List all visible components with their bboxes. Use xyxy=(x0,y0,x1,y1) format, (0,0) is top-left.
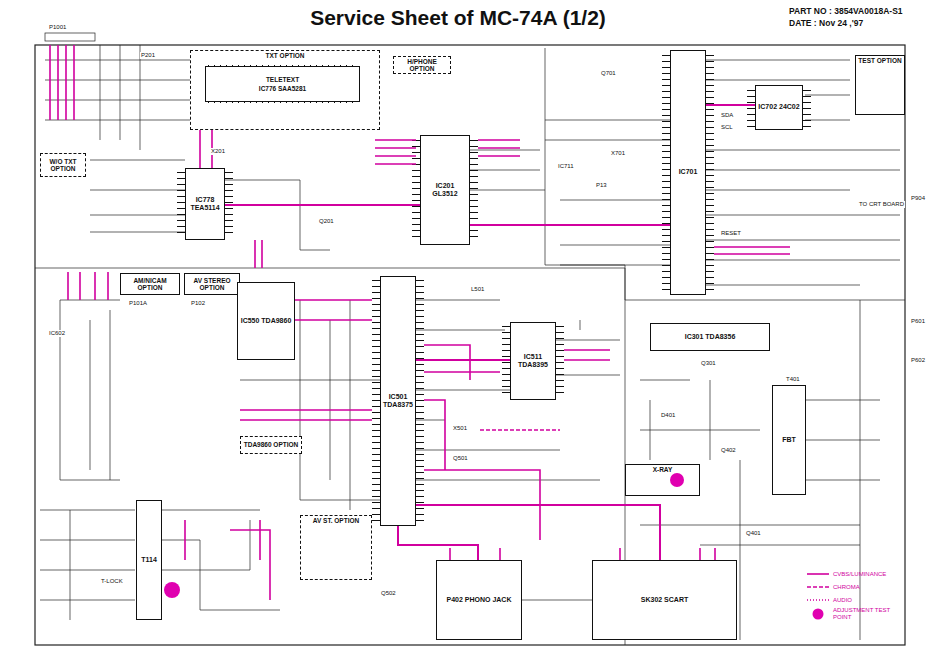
legend-sample xyxy=(806,581,830,593)
part-label: AV ST. OPTION xyxy=(311,516,361,525)
part-label: SK302 SCART xyxy=(639,595,690,605)
component-box: T114 xyxy=(136,500,162,620)
component-box: IC501 TDA8375 xyxy=(380,276,416,526)
component-box: IC550 TDA9860 xyxy=(237,282,295,360)
option-box: H/PHONE OPTION xyxy=(393,56,451,74)
component-box: IC201 GL3512 xyxy=(420,135,470,245)
option-box: W/O TXT OPTION xyxy=(40,153,86,177)
designator-label: P904 xyxy=(910,195,926,202)
part-label: IC301 TDA8356 xyxy=(683,332,738,342)
part-label: TEST OPTION xyxy=(856,56,903,65)
component-box: X-RAY xyxy=(625,464,700,496)
designator-label: P201 xyxy=(140,52,156,59)
designator-label: PART NO : 3854VA0018A-S1 xyxy=(788,7,904,16)
designator-label: D401 xyxy=(660,412,676,419)
signal-connector xyxy=(416,505,660,560)
legend-text: AUDIO xyxy=(833,597,852,604)
designator-label: DATE : Nov 24 ,'97 xyxy=(788,19,864,28)
legend: CVBS/LUMINANCE CHROMA AUDIO ADJUSTMENT TEST… xyxy=(806,568,904,621)
part-label: W/O TXT OPTION xyxy=(41,157,85,174)
component-box: IC701 xyxy=(670,50,706,295)
part-label: P402 PHONO JACK xyxy=(445,595,514,605)
ic-chip: TELETEXTIC776 SAA5281 xyxy=(205,66,360,102)
designator-label: SDA xyxy=(720,112,734,119)
option-box: TXT OPTION TELETEXTIC776 SAA5281 xyxy=(190,50,380,130)
legend-text: CVBS/LUMINANCE xyxy=(833,571,886,578)
designator-label: P601 xyxy=(910,318,926,325)
component-box: TEST OPTION xyxy=(855,55,905,115)
part-label: IC550 TDA9860 xyxy=(239,316,294,326)
designator-label: Q701 xyxy=(600,70,617,77)
component-box: IC301 TDA8356 xyxy=(650,323,770,351)
designator-label: P102 xyxy=(190,300,206,307)
part-label: AM/NICAM OPTION xyxy=(121,276,179,293)
part-label: T114 xyxy=(139,555,159,565)
designator-label: X501 xyxy=(452,425,468,432)
legend-sample xyxy=(806,594,830,606)
designator-label: Q201 xyxy=(318,218,335,225)
designator-label: X201 xyxy=(210,148,226,155)
sheet-title: Service Sheet of MC-74A (1/2) xyxy=(0,6,916,30)
circuit-wires xyxy=(35,33,905,645)
legend-sample xyxy=(806,568,830,580)
component-box: AM/NICAM OPTION xyxy=(120,273,180,295)
designator-label: Q401 xyxy=(745,530,762,537)
designator-label: P101A xyxy=(128,300,148,307)
part-label: H/PHONE OPTION xyxy=(394,57,450,74)
designator-label: Q502 xyxy=(380,590,397,597)
part-label: IC778 TEA5114 xyxy=(186,195,224,213)
legend-item: AUDIO xyxy=(806,594,904,606)
part-label: IC702 24C02 xyxy=(756,102,801,112)
component-box: IC511 TDA8395 xyxy=(510,322,556,400)
component-box: AV STEREO OPTION xyxy=(184,273,240,295)
designator-label: T401 xyxy=(785,376,801,383)
component-box: P402 PHONO JACK xyxy=(436,560,522,640)
designator-label: T-LOCK xyxy=(100,578,124,585)
part-label: TXT OPTION xyxy=(264,51,307,60)
designator-label: L501 xyxy=(470,286,485,293)
signal-connector xyxy=(225,204,420,206)
signal-connector xyxy=(470,224,670,226)
designator-label: IC711 xyxy=(557,163,575,170)
designator-label: RESET xyxy=(720,230,742,237)
designator-label: Q501 xyxy=(452,455,469,462)
legend-item: CHROMA xyxy=(806,581,904,593)
signal-connector xyxy=(398,526,478,560)
ic-pins xyxy=(181,55,807,522)
part-label: AV STEREO OPTION xyxy=(185,276,239,293)
part-label: X-RAY xyxy=(651,465,675,474)
designator-label: P602 xyxy=(910,357,926,364)
part-label: TELETEXT xyxy=(264,75,301,84)
designator-label: Q402 xyxy=(720,447,737,454)
part-label: IC501 TDA8375 xyxy=(381,392,415,410)
legend-sample xyxy=(806,608,830,620)
component-box: SK302 SCART xyxy=(592,560,737,640)
part-label: IC201 GL3512 xyxy=(421,181,469,199)
designator-label: SCL xyxy=(720,124,734,131)
designator-label: IC602 xyxy=(48,330,66,337)
option-box: TDA9860 OPTION xyxy=(240,436,302,454)
part-label: IC511 TDA8395 xyxy=(511,352,555,370)
designator-label: P1001 xyxy=(48,24,67,31)
designator-label: X701 xyxy=(610,150,626,157)
signal-connector xyxy=(416,359,510,361)
designator-label: P13 xyxy=(595,182,608,189)
designator-label: Q301 xyxy=(700,360,717,367)
legend-item: ADJUSTMENT TEST POINT xyxy=(806,607,904,620)
part-label: IC701 xyxy=(677,167,700,177)
legend-text: CHROMA xyxy=(833,584,860,591)
component-box: IC702 24C02 xyxy=(755,85,803,130)
designator-label: TO CRT BOARD xyxy=(858,201,905,208)
part-label: FBT xyxy=(780,435,798,445)
component-box: IC778 TEA5114 xyxy=(185,168,225,240)
legend-text: ADJUSTMENT TEST POINT xyxy=(833,607,904,620)
legend-item: CVBS/LUMINANCE xyxy=(806,568,904,580)
component-box: FBT xyxy=(772,385,806,495)
part-label: TDA9860 OPTION xyxy=(242,440,301,449)
part-label: IC776 SAA5281 xyxy=(257,84,308,93)
option-box: AV ST. OPTION xyxy=(300,515,372,580)
signal-connector xyxy=(706,104,755,106)
